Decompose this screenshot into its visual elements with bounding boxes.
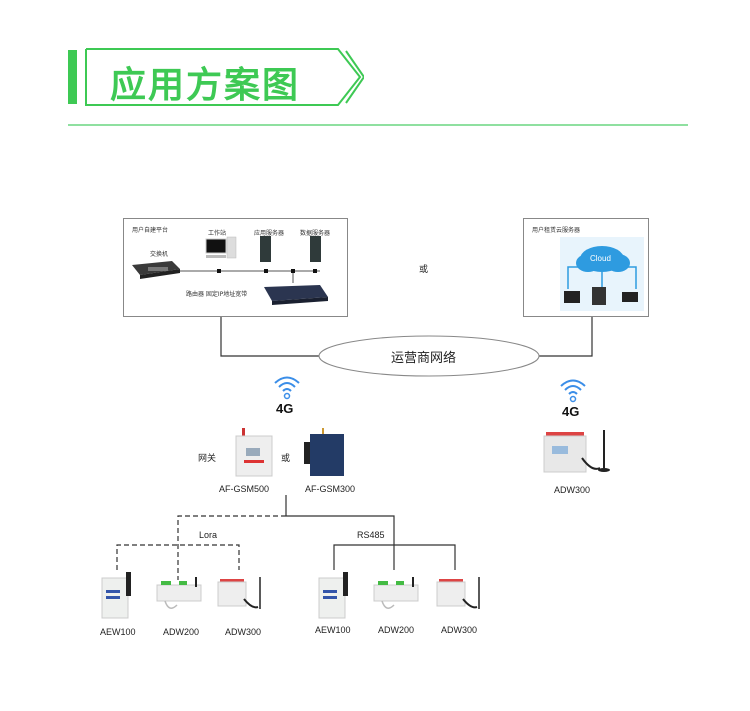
cloud-platform-title: 用户租赁云服务器 [532,227,581,234]
device-af-gsm300: AF-GSM300 [305,484,356,494]
title-accent-bar [68,50,77,104]
lora-device-label: ADW200 [163,627,200,637]
link-lora-trunk [177,515,286,580]
router-icon [264,285,328,305]
page-title: 应用方案图 [110,65,301,106]
lora-device-label: ADW300 [225,627,262,637]
rs485-label: RS485 [357,530,385,540]
gateway-or-label: 或 [281,453,291,463]
carrier-network-ellipse [318,335,540,377]
workstation-icon [205,236,237,259]
title-divider [68,124,688,126]
title-arrow-frame [85,48,364,106]
switch-icon [132,261,180,279]
standalone-device-label: ADW300 [554,485,591,495]
link-lora-bus [116,544,240,570]
link-rs485-bus [333,544,456,570]
aew100-device [101,572,131,619]
rs485-device-label: ADW200 [378,625,415,635]
cloud-service-icon [560,237,644,311]
link-left-platform [220,316,320,357]
adw300-standalone-device [543,430,610,473]
lora-label: Lora [199,530,218,540]
adw200-device [156,577,202,609]
wifi-icon [560,379,586,403]
lora-device-label: AEW100 [100,627,136,637]
switch-label: 交换机 [150,251,169,258]
cloud-label: Cloud [590,254,611,263]
gateway-label: 网关 [198,453,217,463]
data-server-label: 数据服务器 [300,230,331,237]
signal-right-label: 4G [562,404,580,419]
data-server-icon [310,236,321,262]
platform-title: 用户自建平台 [132,227,169,234]
app-server-label: 应用服务器 [254,230,285,237]
rs485-device-label: ADW300 [441,625,478,635]
device-af-gsm500: AF-GSM500 [219,484,270,494]
adw300-device [217,577,261,609]
wifi-icon [274,376,300,400]
adw200-device [373,577,419,609]
app-server-icon [260,236,271,262]
or-label-platforms: 或 [419,264,429,274]
signal-left-label: 4G [276,401,294,416]
self-built-platform: 用户自建平台 交换机 工作站 应用服务器 数据服务器 路由器 固定IP地址宽带 [123,218,348,317]
carrier-network-label: 运营商网络 [391,351,457,366]
af-gsm300-device [304,428,344,476]
aew100-device [318,572,348,619]
link-right-platform [538,316,593,357]
adw300-device [436,577,480,609]
link-rs485-trunk [286,515,395,570]
workstation-label: 工作站 [208,230,227,237]
rs485-device-label: AEW100 [315,625,351,635]
af-gsm500-device [235,428,273,477]
router-label: 路由器 固定IP地址宽带 [186,291,248,298]
cloud-platform: 用户租赁云服务器 Cloud [523,218,649,317]
